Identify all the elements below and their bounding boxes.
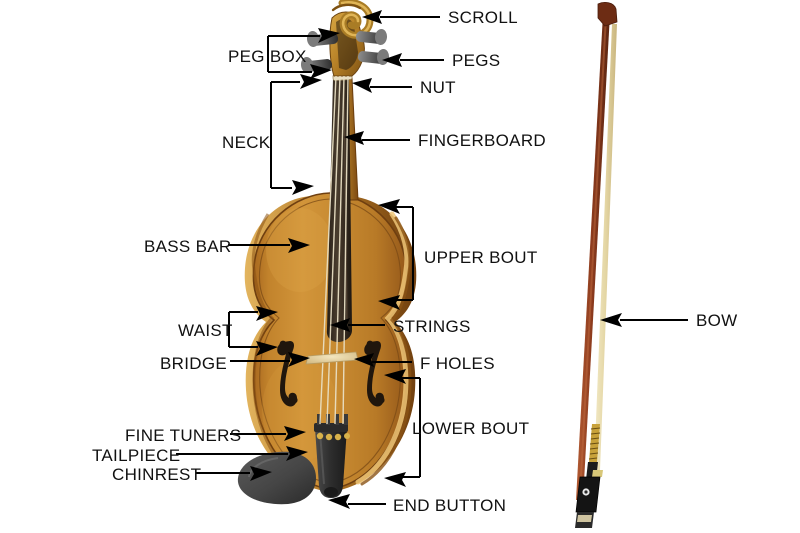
leader-bridge [230,352,310,367]
violin-fine-tuners [314,414,350,441]
bow-ferrule [592,470,603,477]
leader-neck [270,74,322,195]
leader-pegs [382,53,444,67]
label-peg-box: PEG BOX [228,47,307,66]
label-bass-bar: BASS BAR [144,237,232,256]
bow-stick [576,14,610,500]
f-hole-left [277,340,298,407]
label-upper-bout: UPPER BOUT [424,248,538,267]
leader-lower-bout [384,369,421,487]
leader-nut [352,78,412,93]
violin-body-group [237,0,417,505]
leader-upper-bout [378,199,414,310]
label-waist: WAIST [178,321,233,340]
bow-stick-highlight [579,16,607,496]
violin-right-rib-shadow [360,216,412,486]
leader-waist [228,306,278,356]
violin-fingerboard [326,78,352,342]
label-pegs: PEGS [452,51,501,70]
leader-fingerboard [344,131,410,145]
chinrest-highlight [248,457,279,478]
leader-strings [330,318,385,332]
tailpiece-highlight [319,431,325,485]
violin-right-edge-highlight [355,211,410,485]
leader-chinrest [196,466,272,481]
leader-scroll [362,10,440,24]
leader-fine-tuners [230,426,306,441]
bow-winding [588,424,601,462]
violin-pegs [300,29,390,73]
label-fingerboard: FINGERBOARD [418,131,546,150]
label-f-holes: F HOLES [420,354,495,373]
bow-illustration [575,2,618,528]
label-bow: BOW [696,311,738,330]
violin-end-button [324,487,338,497]
bow-tip [597,2,618,27]
leader-bow [600,313,688,327]
bow-frog-eye-pupil [584,490,588,494]
leader-lines-group [176,10,688,509]
label-lower-bout: LOWER BOUT [412,419,530,438]
label-chinrest: CHINREST [112,465,202,484]
peg [355,29,388,45]
label-bridge: BRIDGE [160,354,227,373]
bow-button-ring [577,515,592,522]
leader-peg-box [267,28,340,79]
bow-hair [594,24,617,470]
label-neck: NECK [222,133,271,152]
violin-left-edge-shade [251,213,303,484]
label-nut: NUT [420,78,456,97]
f-hole-right [364,340,385,407]
label-tailpiece: TAILPIECE [92,446,181,465]
violin-strings [319,75,349,425]
upper-bout-highlight [266,208,334,292]
label-fine-tuners: FINE TUNERS [125,426,242,445]
leader-f-holes [354,353,412,367]
leader-tailpiece [176,446,308,461]
leader-end-button [328,494,386,509]
label-strings: STRINGS [393,317,471,336]
violin-chinrest [237,451,316,505]
leader-bass-bar [228,238,310,253]
label-scroll: SCROLL [448,8,518,27]
label-end-button: END BUTTON [393,496,507,515]
